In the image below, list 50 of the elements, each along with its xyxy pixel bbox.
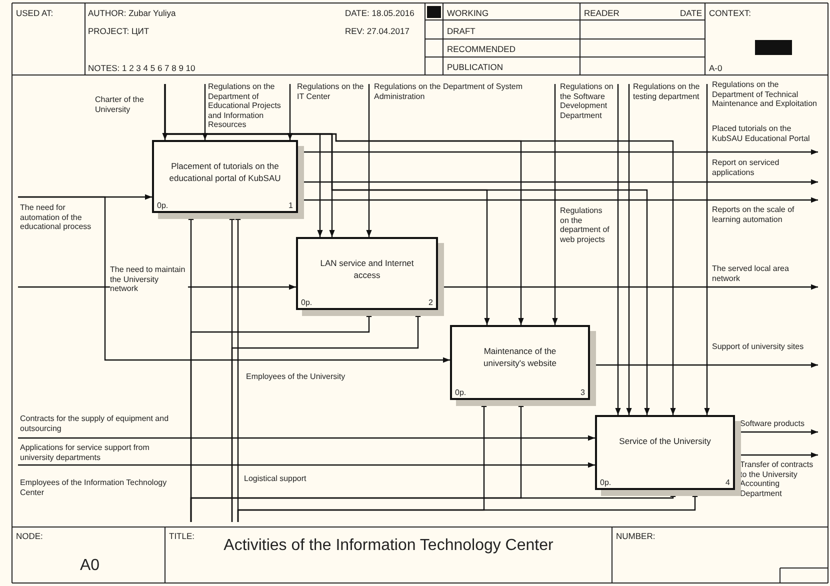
- frame-text: DATE: [680, 8, 702, 18]
- arrow: [18, 196, 450, 363]
- edge-label: Regulations on the IT Center: [297, 82, 365, 101]
- edge-label: Regulations on the Software Development Department: [560, 82, 615, 120]
- frame-text: A-0: [709, 63, 722, 73]
- arrow: [626, 84, 632, 415]
- activity-cost: 0p.: [301, 298, 312, 307]
- arrow: [18, 462, 595, 468]
- frame-text: REV: 27.04.2017: [345, 26, 410, 36]
- diagram-title: Activities of the Information Technology Center: [222, 537, 554, 555]
- frame-text: TITLE:: [169, 531, 195, 541]
- arrow: [704, 84, 710, 415]
- frame-text: A0: [80, 557, 100, 575]
- activity-cost: 0p.: [600, 478, 612, 487]
- edge-label: Logistical support: [244, 474, 306, 484]
- activity-cost: 0p.: [157, 201, 168, 210]
- activity-number: 1: [288, 201, 293, 210]
- frame-text: PUBLICATION: [447, 62, 504, 72]
- activity-number: 3: [580, 388, 585, 397]
- arrow: [615, 84, 621, 415]
- frame-text: WORKING: [447, 8, 489, 18]
- frame-text: READER: [584, 8, 620, 18]
- arrow: [287, 84, 293, 140]
- activity-name: Maintenance of the university's website: [482, 345, 558, 369]
- frame-text: NODE:: [16, 531, 43, 541]
- arrow: [552, 84, 558, 325]
- frame-text: AUTHOR: Zubar Yuliya: [88, 8, 176, 18]
- edge-label: Support of university sites: [712, 342, 804, 352]
- activity-number: 4: [726, 478, 730, 487]
- arrow: [202, 84, 208, 140]
- frame-text: USED AT:: [16, 8, 54, 18]
- arrow: [18, 435, 595, 441]
- frame-text: DATE: 18.05.2016: [345, 8, 414, 18]
- edge-label: Regulations on the department of web projects: [560, 206, 612, 244]
- activity-cost: 0p.: [455, 388, 466, 397]
- frame-text: CONTEXT:: [709, 8, 752, 18]
- frame-text: DRAFT: [447, 26, 476, 36]
- arrow: [366, 84, 372, 237]
- activity-name: Service of the University: [618, 435, 712, 447]
- frame-text: PROJECT: ЦИТ: [88, 26, 150, 36]
- frame-text: NOTES: 1 2 3 4 5 6 7 8 9 10: [88, 63, 196, 73]
- edge-label: Software products: [740, 419, 804, 428]
- activity-name: Placement of tutorials on the educational portal of KubSAU: [168, 160, 282, 184]
- frame-text: RECOMMENDED: [447, 44, 516, 54]
- edge-label: The need to maintain the University network: [110, 265, 188, 294]
- edge-label: Regulations on the Department of Technical Maintenance and Exploitation: [712, 80, 818, 108]
- frame-text: NUMBER:: [616, 531, 656, 541]
- edge-label: Employees of the University: [246, 372, 346, 382]
- activity-number: 2: [428, 298, 433, 307]
- activity-name: LAN service and Internet access: [319, 257, 415, 281]
